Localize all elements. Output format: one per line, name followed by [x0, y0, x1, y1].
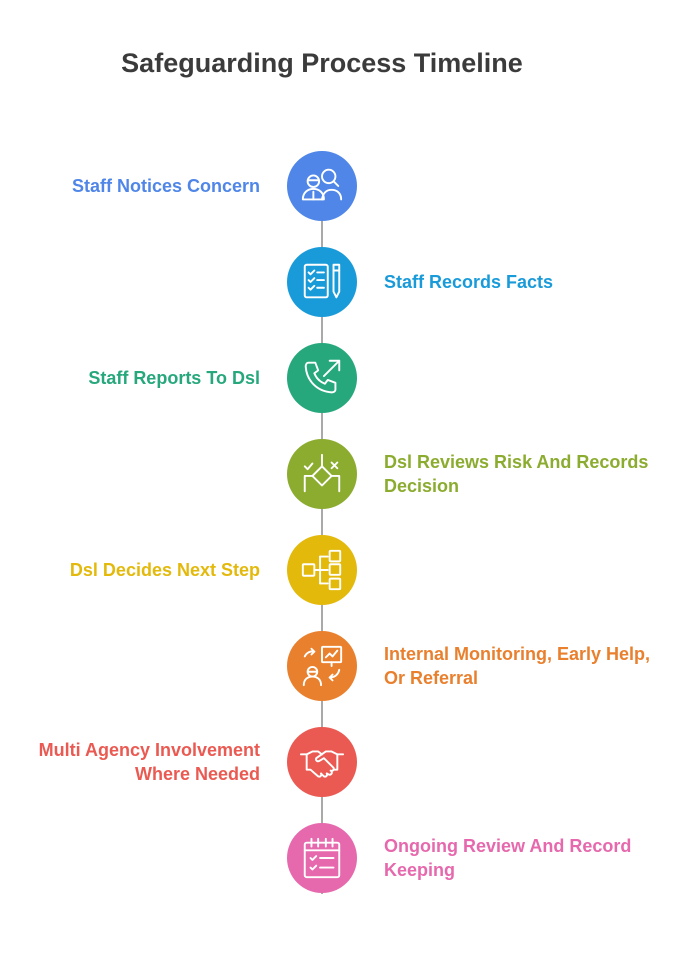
step-7-label: Multi Agency Involvement Where Needed	[39, 738, 260, 786]
step-5-node	[287, 535, 357, 605]
people-magnifier-icon	[301, 168, 343, 201]
handshake-icon	[299, 750, 345, 778]
step-6-label-line1: Internal Monitoring, Early Help,	[384, 644, 651, 664]
step-5-label-line1: Dsl Decides Next Step	[69, 560, 260, 580]
step-4-label-line1: Dsl Reviews Risk And Records	[384, 452, 649, 472]
checklist-pen-icon	[303, 263, 341, 299]
step-8-label-line2: Keeping	[384, 860, 456, 880]
presenter-chart-icon	[302, 645, 343, 687]
calendar-checklist-icon	[303, 837, 341, 879]
step-3-node	[287, 343, 357, 413]
step-4-label-line2: Decision	[384, 476, 460, 496]
step-4-node	[287, 439, 357, 509]
step-5-label: Dsl Decides Next Step	[70, 558, 260, 582]
step-4-label: Dsl Reviews Risk And Records Decision	[384, 450, 648, 498]
step-8-node	[287, 823, 357, 893]
step-2-node	[287, 247, 357, 317]
step-6-label: Internal Monitoring, Early Help, Or Refe…	[384, 642, 650, 690]
step-6-label-line2: Or Referral	[384, 668, 479, 688]
page-title: Safeguarding Process Timeline	[121, 48, 523, 78]
step-3-label-line1: Staff Reports To Dsl	[88, 368, 260, 388]
step-7-node	[287, 727, 357, 797]
step-1-node	[287, 151, 357, 221]
step-7-label-line1: Multi Agency Involvement	[38, 740, 260, 760]
decision-diamond-icon	[303, 453, 341, 493]
step-7-label-line2: Where Needed	[134, 764, 260, 784]
step-1-label-line1: Staff Notices Concern	[71, 176, 260, 196]
step-8-label-line1: Ongoing Review And Record	[384, 836, 632, 856]
flow-branch-icon	[301, 549, 342, 591]
step-8-label: Ongoing Review And Record Keeping	[384, 834, 631, 882]
step-3-label: Staff Reports To Dsl	[88, 366, 260, 390]
step-2-label: Staff Records Facts	[384, 270, 553, 294]
step-1-label: Staff Notices Concern	[72, 174, 260, 198]
step-2-label-line1: Staff Records Facts	[384, 272, 554, 292]
step-6-node	[287, 631, 357, 701]
phone-outgoing-icon	[304, 359, 341, 394]
